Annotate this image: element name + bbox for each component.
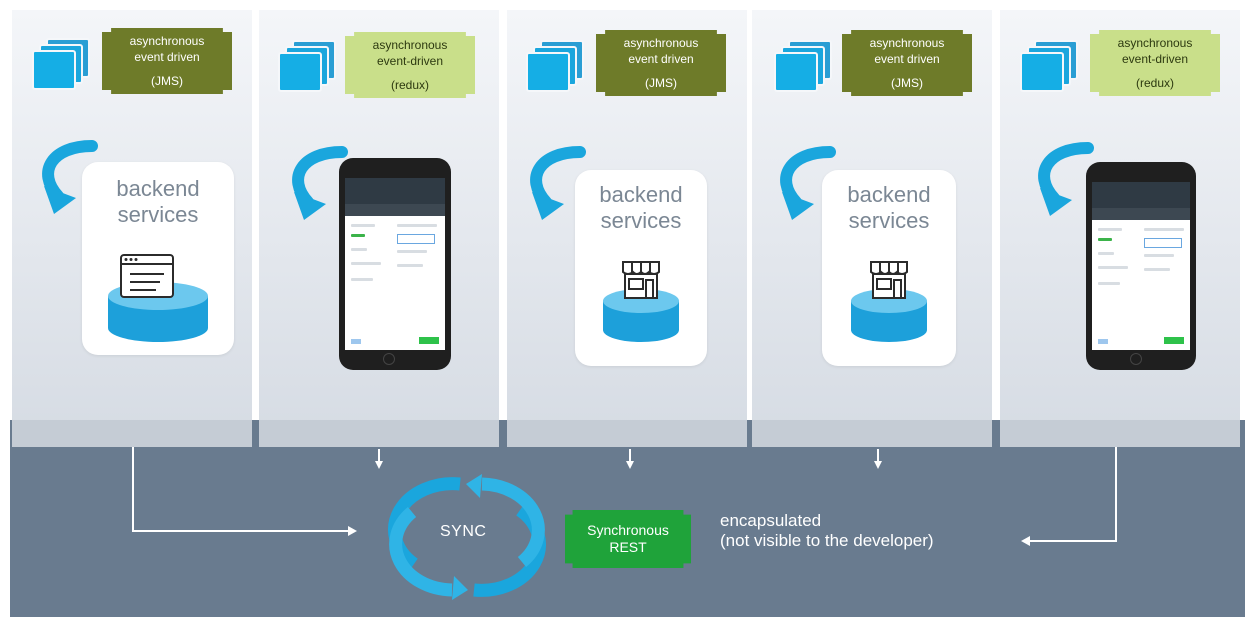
event-stack-icon xyxy=(526,40,586,92)
event-tag: asynchronous event driven (JMS) xyxy=(596,30,726,96)
database-cylinder-icon xyxy=(851,289,927,342)
event-tag: asynchronous event driven (JMS) xyxy=(102,28,232,94)
tag-line: (JMS) xyxy=(151,74,183,88)
tag-line: (redux) xyxy=(1135,76,1174,90)
panel-2-base xyxy=(259,420,499,447)
encapsulated-line: encapsulated xyxy=(720,511,822,530)
tag-line: event-driven xyxy=(1121,52,1189,66)
encapsulated-line: (not visible to the developer) xyxy=(720,531,934,550)
rest-line: REST xyxy=(609,539,647,555)
storefront-icon xyxy=(622,261,660,299)
storefront-icon xyxy=(870,261,908,299)
curved-arrow-icon xyxy=(292,146,348,220)
curved-arrow-icon xyxy=(780,146,836,220)
event-stack-icon xyxy=(1020,40,1080,92)
event-tag: asynchronous event driven (JMS) xyxy=(842,30,972,96)
tag-line: event-driven xyxy=(376,54,444,68)
tag-line: asynchronous xyxy=(129,34,205,48)
panel-4-base xyxy=(752,420,992,447)
event-stack-icon xyxy=(774,40,834,92)
curved-arrow-icon xyxy=(42,140,98,214)
curved-arrow-icon xyxy=(530,146,586,220)
event-tag: asynchronous event-driven (redux) xyxy=(1090,30,1220,96)
tag-line: event driven xyxy=(628,52,694,66)
event-tag: asynchronous event-driven (redux) xyxy=(345,32,475,98)
database-cylinder-icon xyxy=(603,289,679,342)
tag-line: event driven xyxy=(134,50,200,64)
sync-cycle-icon xyxy=(388,474,546,600)
browser-window-icon xyxy=(120,254,174,298)
panel-1-base xyxy=(12,420,252,447)
panel-5-base xyxy=(1000,420,1240,447)
mobile-app-phone xyxy=(339,158,451,370)
tag-line: event driven xyxy=(874,52,940,66)
rest-line: Synchronous xyxy=(587,522,669,538)
mobile-app-phone xyxy=(1086,162,1196,370)
encapsulated-note: encapsulated (not visible to the develop… xyxy=(720,511,934,551)
tag-line: (redux) xyxy=(390,78,429,92)
tag-line: asynchronous xyxy=(1117,36,1193,50)
tag-line: (JMS) xyxy=(645,76,677,90)
curved-arrow-icon xyxy=(1038,142,1094,216)
synchronous-rest-tag: Synchronous REST xyxy=(565,510,691,568)
tag-line: asynchronous xyxy=(869,36,945,50)
event-stack-icon xyxy=(32,38,92,90)
event-stack-icon xyxy=(278,40,338,92)
sync-label: SYNC xyxy=(440,523,487,540)
tag-line: asynchronous xyxy=(623,36,699,50)
panel-3-base xyxy=(507,420,747,447)
tag-line: asynchronous xyxy=(372,38,448,52)
tag-line: (JMS) xyxy=(891,76,923,90)
